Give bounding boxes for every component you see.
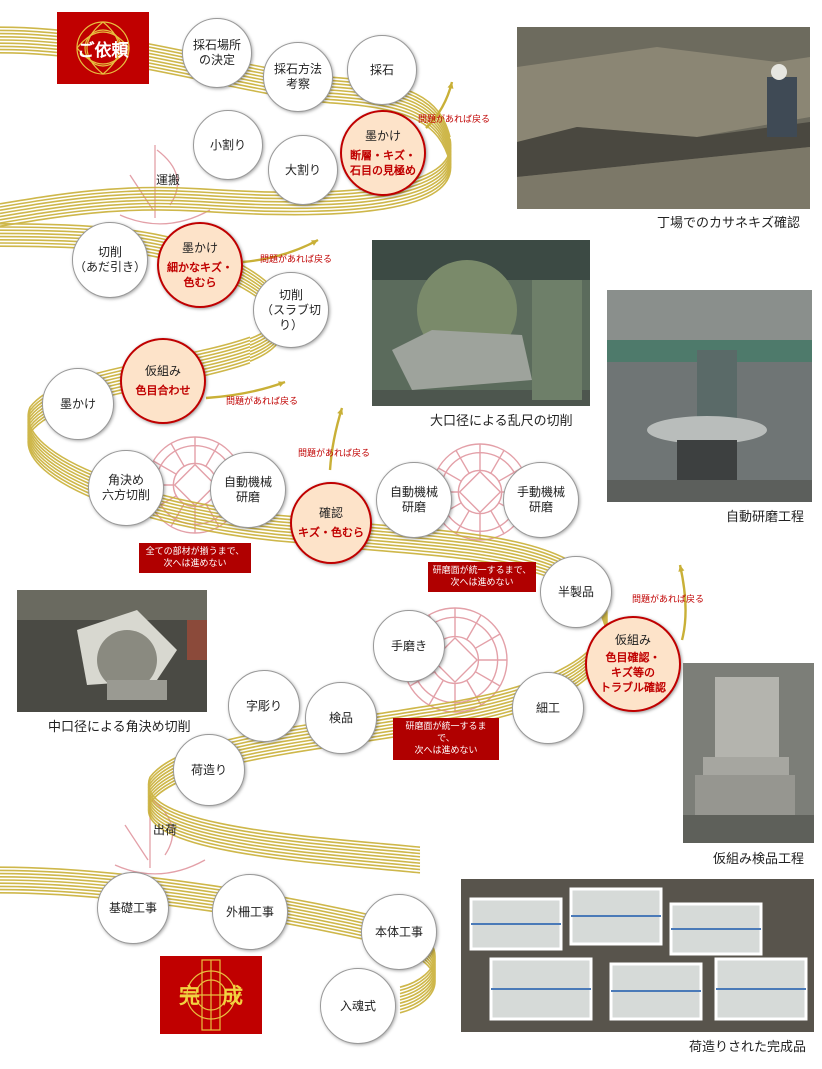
photo-trial-assembly-image: [683, 663, 814, 843]
node-cutting-2: 切削 （スラブ切り）: [253, 272, 329, 348]
photo-packed-products: [461, 879, 814, 1032]
node-marking-3: 墨かけ: [42, 368, 114, 440]
river-line: [147, 728, 421, 871]
end-banner: 完 成: [160, 956, 262, 1034]
photo-packed-products-image: [461, 879, 814, 1032]
start-label: ご依頼: [77, 40, 129, 61]
node-quarry-method: 採石方法 考察: [263, 42, 333, 112]
return-label-5: 問題があれば戻る: [632, 595, 705, 605]
return-arrow: [242, 238, 319, 264]
return-arrow: [678, 564, 687, 641]
node-shipment: 出荷: [152, 822, 177, 837]
node-marking-2: 墨かけ 細かなキズ・ 色むら: [157, 222, 243, 308]
photo-auto-polish-image: [607, 290, 812, 502]
node-six-side-cut: 角決め 六方切削: [88, 450, 164, 526]
photo-large-saw-image: [372, 240, 590, 406]
ornament-icon: [180, 959, 242, 1031]
river-line: [147, 725, 421, 868]
boat-icon: [119, 145, 211, 225]
node-marking-1: 墨かけ 断層・キズ・ 石目の見極め: [340, 110, 426, 196]
node-small-split: 小割り: [193, 110, 263, 180]
river-line: [147, 719, 421, 861]
end-label-2: 成: [222, 984, 243, 1008]
river-line: [0, 145, 452, 211]
river-line: [0, 151, 452, 218]
return-label-3: 問題があれば戻る: [226, 397, 299, 407]
return-arrow: [205, 380, 286, 400]
node-quarry: 採石: [347, 35, 417, 105]
river-line: [147, 712, 421, 855]
start-banner: ご依頼: [57, 12, 149, 84]
river-line: [0, 148, 452, 215]
river-line: [0, 161, 452, 227]
node-main-work: 本体工事: [361, 894, 437, 970]
photo-auto-polish: [607, 290, 812, 502]
river-line: [0, 892, 436, 1014]
return-arrow: [328, 407, 344, 471]
caption-large-saw: 大口径による乱尺の切削: [430, 414, 573, 429]
photo-medium-saw: [17, 590, 207, 712]
node-semi-finished: 半製品: [540, 556, 612, 628]
node-manual-polish: 手動機械 研磨: [503, 462, 579, 538]
river-line: [0, 141, 452, 208]
caption-packed-products: 荷造りされた完成品: [689, 1040, 807, 1055]
note-polish-uniform-2: 研磨面が統一するまで、 次へは進めない: [393, 718, 499, 760]
photo-large-saw: [372, 240, 590, 406]
node-auto-polish-1: 自動機械 研磨: [210, 452, 286, 528]
caption-quarry: 丁場でのカサネキズ確認: [657, 216, 801, 231]
node-ceremony: 入魂式: [320, 968, 396, 1044]
node-transport-1: 運搬: [155, 172, 180, 187]
river-line: [0, 154, 452, 221]
river-line: [0, 882, 436, 1004]
note-polish-uniform-1: 研磨面が統一するまで、 次へは進めない: [428, 562, 536, 592]
return-label-1: 問題があれば戻る: [418, 115, 491, 125]
river-line: [0, 879, 436, 1001]
node-quarry-site: 採石場所 の決定: [182, 18, 252, 88]
node-large-split: 大割り: [268, 135, 338, 205]
node-trial-2: 仮組み 色目確認・ キズ等の トラブル確認: [585, 616, 681, 712]
node-detail-work: 細工: [512, 672, 584, 744]
node-hand-polish: 手磨き: [373, 610, 445, 682]
river-line: [0, 138, 452, 205]
caption-trial-assembly: 仮組み検品工程: [713, 852, 805, 867]
photo-trial-assembly: [683, 663, 814, 843]
river-line: [0, 888, 436, 1011]
ornament-icon: [76, 21, 130, 75]
node-cutting-1: 切削 （あだ引き）: [72, 222, 148, 298]
node-inspection: 検品: [305, 682, 377, 754]
node-trial-1: 仮組み 色目合わせ: [120, 338, 206, 424]
node-fence: 外柵工事: [212, 874, 288, 950]
river-line: [147, 722, 421, 864]
river-line: [147, 732, 421, 874]
node-foundation: 基礎工事: [97, 872, 169, 944]
river-line: [0, 885, 436, 1008]
river-line: [0, 157, 452, 224]
note-all-parts: 全ての部材が揃うまで、 次へは進めない: [139, 543, 251, 573]
return-label-2: 問題があれば戻る: [260, 255, 333, 265]
node-engraving: 字彫り: [228, 670, 300, 742]
node-auto-polish-2: 自動機械 研磨: [376, 462, 452, 538]
end-label-1: 完: [179, 984, 200, 1008]
node-check: 確認 キズ・色むら: [290, 482, 372, 564]
photo-quarry: [517, 27, 810, 209]
caption-auto-polish: 自動研磨工程: [726, 510, 805, 525]
node-packing: 荷造り: [173, 734, 245, 806]
return-label-4: 問題があれば戻る: [298, 449, 371, 459]
caption-medium-saw: 中口径による角決め切削: [48, 720, 191, 735]
river-line: [147, 716, 421, 858]
photo-quarry-image: [517, 27, 810, 209]
photo-medium-saw-image: [17, 590, 207, 712]
